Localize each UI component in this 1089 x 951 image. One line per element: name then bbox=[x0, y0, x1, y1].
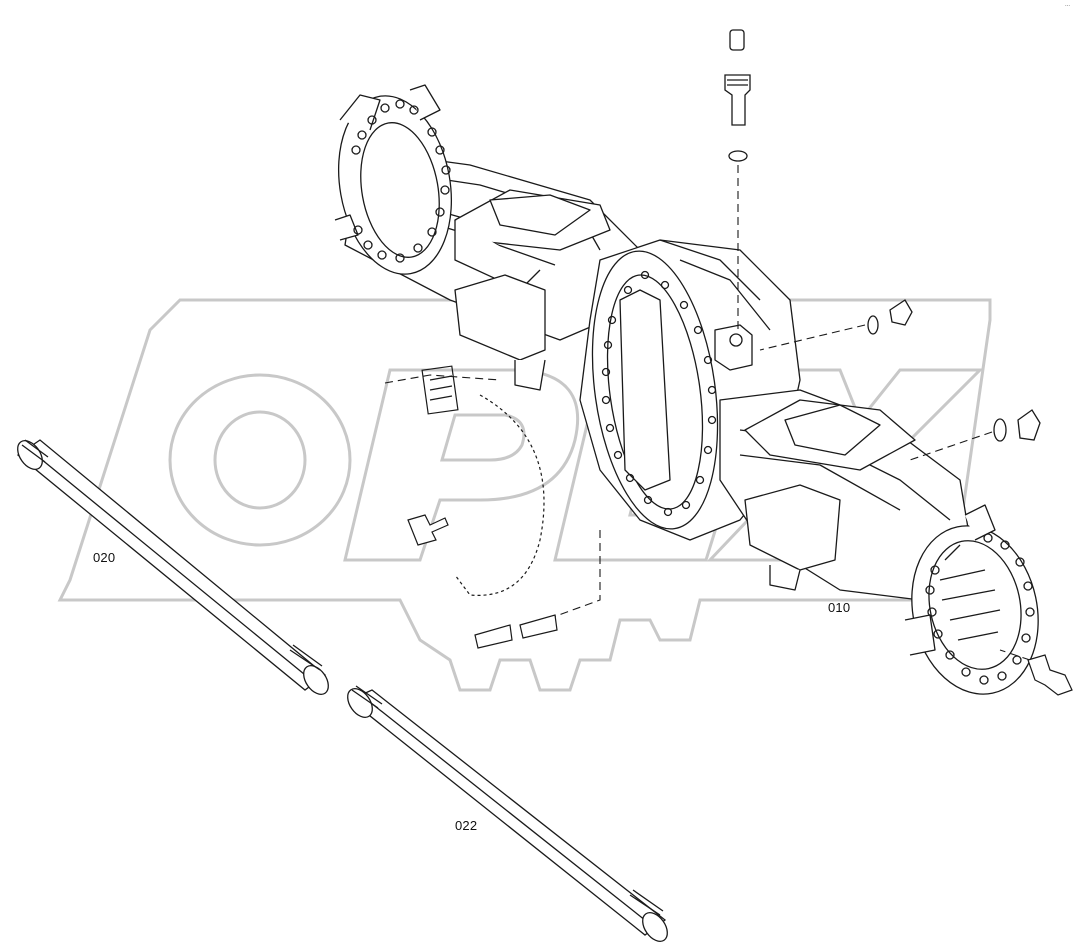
axle-housing bbox=[334, 84, 1039, 695]
label-axle-shaft-left: 020 bbox=[93, 550, 116, 565]
seal-rings bbox=[867, 299, 1041, 442]
axle-shaft-022 bbox=[347, 685, 668, 942]
axle-shaft-020 bbox=[16, 439, 329, 695]
label-axle-housing: 010 bbox=[828, 600, 851, 615]
corner-mark: ... bbox=[1065, 2, 1071, 8]
dashed-leader-lines bbox=[384, 165, 1031, 661]
gasket-and-bolts bbox=[407, 365, 1073, 696]
plug-assembly bbox=[724, 29, 751, 162]
label-axle-shaft-right: 022 bbox=[455, 818, 478, 833]
